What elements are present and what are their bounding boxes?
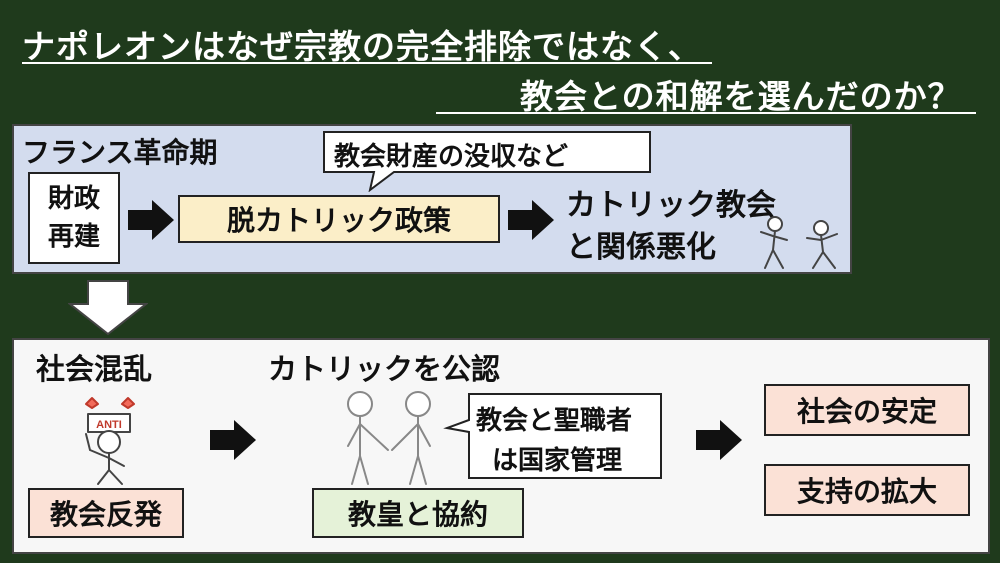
state-control-line-2: は国家管理: [492, 446, 623, 476]
worsened-relations-line-2: と関係悪化: [566, 230, 716, 265]
finance-rebuild-line-1: 財政: [47, 184, 100, 214]
arrow-right-icon: [128, 200, 174, 240]
support-expansion-box: 支持の拡大: [764, 464, 970, 516]
social-chaos-label: 社会混乱: [36, 352, 153, 386]
state-control-line-1: 教会と聖職者: [476, 406, 633, 436]
title-line-1: ナポレオンはなぜ宗教の完全排除ではなく、: [22, 27, 702, 66]
title-underline-1: [22, 62, 712, 64]
finance-rebuild-line-2: 再建: [47, 222, 100, 252]
recognize-catholic-label: カトリックを公認: [268, 352, 501, 386]
anti-sign-text: ANTI: [96, 419, 122, 431]
handshake-figures-icon: [347, 391, 431, 485]
title-underline-2: [436, 112, 976, 114]
arrow-right-icon: [508, 200, 554, 240]
arrow-down-icon: [68, 280, 148, 336]
arrow-right-icon: [210, 420, 256, 460]
worsened-relations-line-1: カトリック教会: [566, 188, 776, 223]
protest-figure-icon: ANTI: [85, 397, 135, 485]
anti-catholic-policy-box: 脱カトリック政策: [178, 195, 500, 243]
fighting-figures-icon: [760, 216, 838, 269]
revolution-period-heading: フランス革命期: [22, 136, 218, 169]
speech-bubble-shape: [323, 131, 651, 192]
concordat-box: 教皇と協約: [312, 488, 524, 538]
arrow-right-icon: [696, 420, 742, 460]
finance-rebuild-box: 財政 再建: [28, 172, 120, 264]
confiscation-speech: 教会財産の没収など: [334, 142, 569, 172]
speech-bubble-shape: [443, 393, 662, 479]
title-line-2: 教会との和解を選んだのか？: [520, 77, 962, 116]
church-backlash-box: 教会反発: [28, 488, 184, 538]
social-stability-box: 社会の安定: [764, 384, 970, 436]
